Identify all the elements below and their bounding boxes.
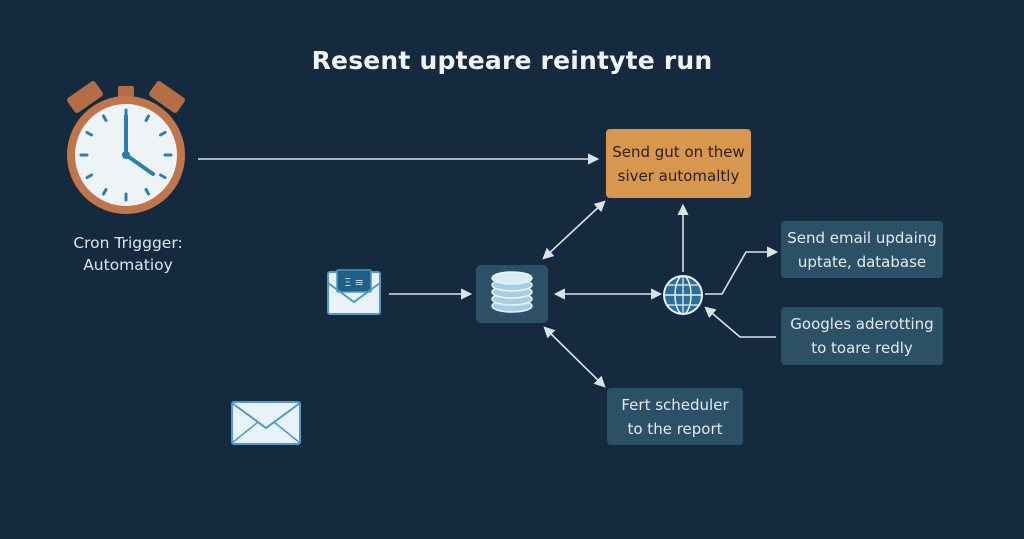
google-step-line1: Googles aderotting [790, 315, 934, 333]
email-step-box[interactable]: Send email updaing uptate, database [781, 221, 943, 278]
cron-trigger-label-line1: Cron Triggger: [73, 234, 183, 252]
connector-database-server [542, 200, 606, 260]
cron-trigger-label: Cron Triggger: Automatioy [58, 232, 198, 276]
server-step-line2: siver automaltly [617, 166, 740, 185]
alarm-clock-icon [67, 81, 185, 214]
google-step-box[interactable]: Googles aderotting to toare redly [781, 307, 943, 365]
connector-globe-to-email [705, 246, 779, 295]
envelope-document-icon: Ξ ≡ [327, 269, 381, 315]
email-step-line1: Send email updaing [787, 228, 937, 247]
database-icon [476, 265, 548, 323]
globe-icon [663, 275, 703, 315]
scheduler-step-line1: Fert scheduler [621, 395, 729, 414]
google-step-line2: to toare redly [811, 339, 913, 357]
svg-text:Ξ ≡: Ξ ≡ [344, 276, 364, 289]
connector-database-scheduler [543, 326, 606, 388]
email-step-line2: uptate, database [797, 252, 927, 271]
server-step-box[interactable]: Send gut on thew siver automaltly [606, 129, 751, 198]
server-step-line1: Send gut on thew [612, 142, 745, 161]
connector-google-to-globe [704, 306, 776, 338]
scheduler-step-line2: to the report [627, 419, 723, 438]
envelope-icon [231, 401, 301, 445]
cron-trigger-label-line2: Automatioy [83, 256, 173, 274]
scheduler-step-box[interactable]: Fert scheduler to the report [607, 388, 743, 445]
diagram-title: Resent upteare reintyte run [311, 46, 713, 75]
